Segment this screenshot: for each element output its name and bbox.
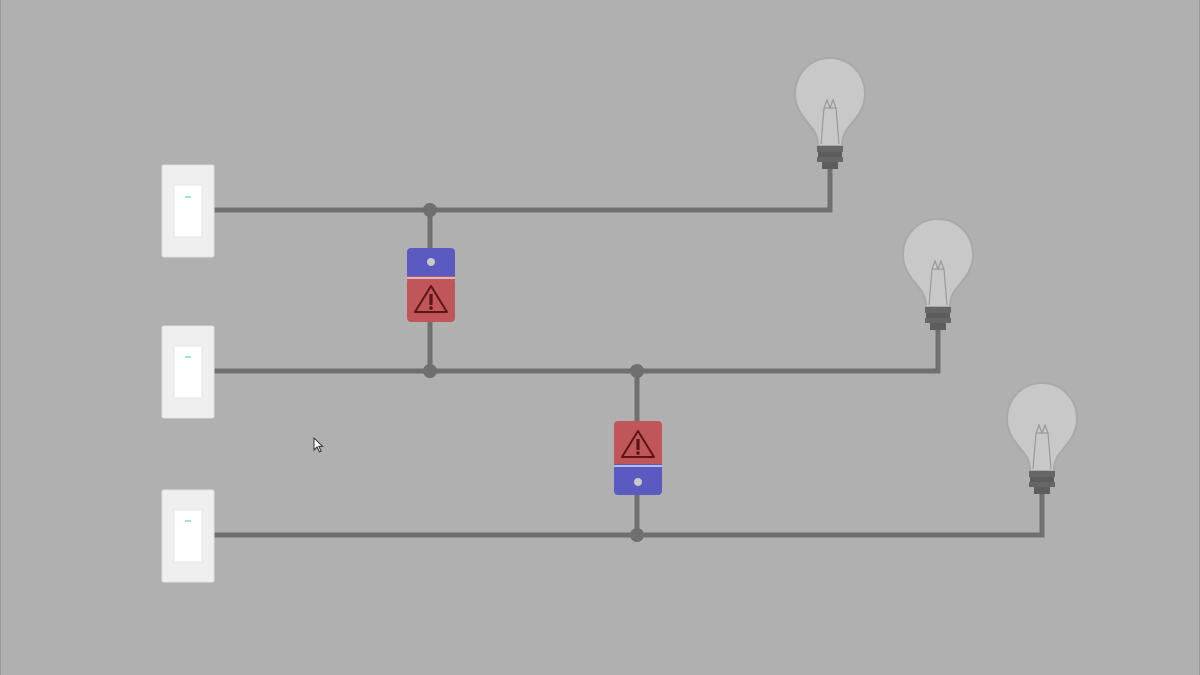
switch-rocker[interactable] [173,509,203,563]
warning-icon [414,285,448,313]
switch-rocker[interactable] [173,184,203,238]
junction-node [630,364,644,378]
light-bulb-2 [902,218,974,331]
junction-node [630,528,644,542]
wire-row-2 [214,330,941,374]
light-bulb-3 [1006,382,1078,495]
diode-terminal-dot [634,478,642,486]
diode-2[interactable] [614,421,662,495]
wire-row-3 [214,494,1045,538]
diode-terminal-dot [427,258,435,266]
warning-icon [621,430,655,458]
wire-row-1 [214,168,833,213]
mouse-pointer-icon [313,436,324,453]
light-switch-1[interactable] [161,164,215,258]
light-bulb-icon [902,218,974,331]
light-switch-3[interactable] [161,489,215,583]
junction-node [423,364,437,378]
switch-rocker[interactable] [173,345,203,399]
light-bulb-1 [794,57,866,170]
light-bulb-icon [794,57,866,170]
junction-node [423,203,437,217]
light-switch-2[interactable] [161,325,215,419]
light-bulb-icon [1006,382,1078,495]
diode-1[interactable] [407,248,455,322]
